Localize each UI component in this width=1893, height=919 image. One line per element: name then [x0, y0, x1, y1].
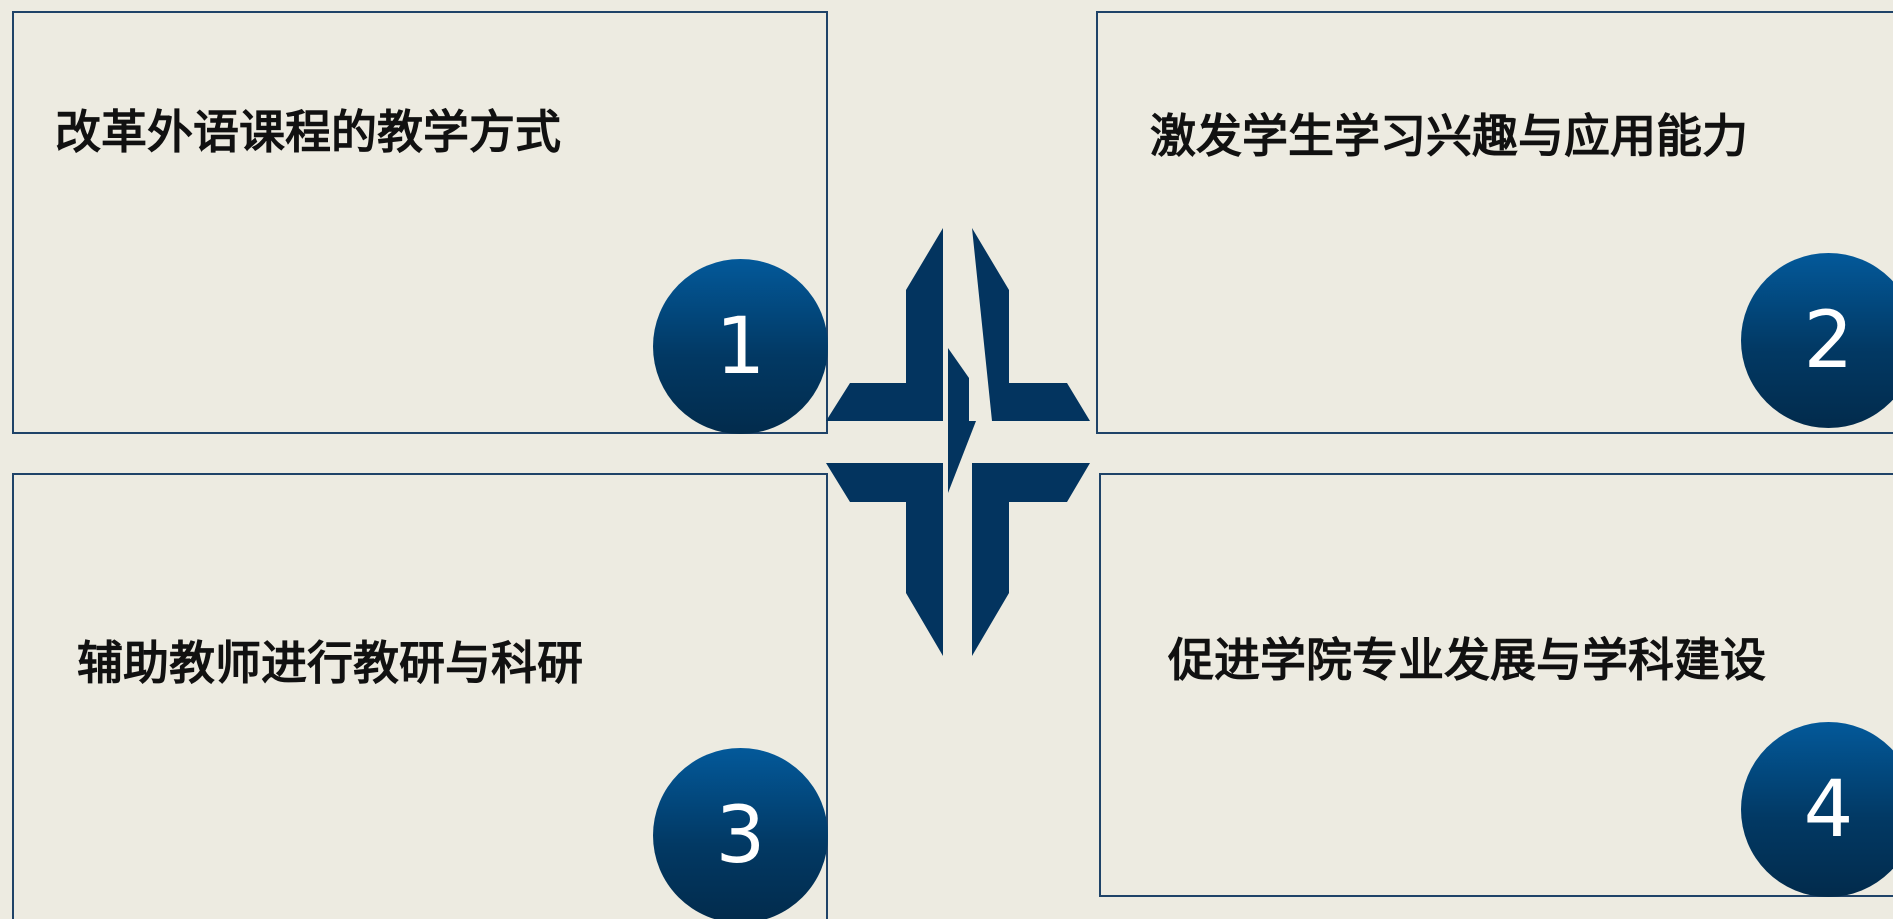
number-badge-4: 4 — [1741, 722, 1893, 897]
card-4-text: 促进学院专业发展与学科建设 — [1168, 633, 1766, 687]
card-3-text: 辅助教师进行教研与科研 — [77, 636, 583, 690]
number-badge-3: 3 — [653, 748, 828, 919]
number-badge-1: 1 — [653, 259, 828, 434]
card-2-text: 激发学生学习兴趣与应用能力 — [1150, 109, 1748, 163]
card-1-text: 改革外语课程的教学方式 — [55, 105, 561, 159]
interlocking-arrows-icon — [826, 228, 1090, 656]
number-badge-2: 2 — [1741, 253, 1893, 428]
